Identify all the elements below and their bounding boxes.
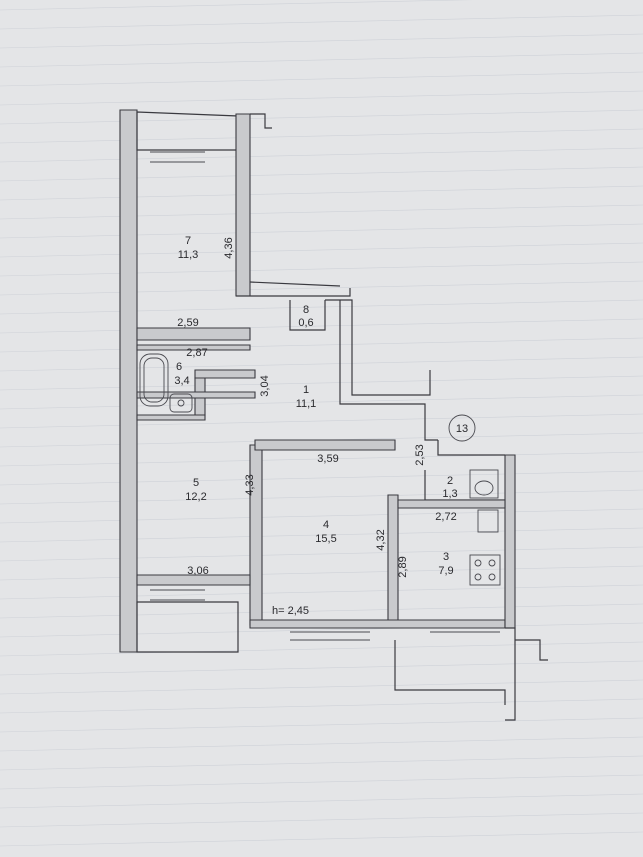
grid-line [0,52,643,68]
grid-line [0,451,643,467]
grid-line [0,128,643,144]
grid-line [0,470,643,486]
grid-line [0,14,643,30]
grid-line [0,584,643,600]
room-3-number: 3 [443,551,449,563]
dim-2-53: 2,53 [414,444,426,465]
room-6-area: 3,4 [174,375,189,387]
dim-2-59: 2,59 [177,317,198,329]
grid-line [0,242,643,258]
toilet-icon [469,469,499,499]
apartment-number-badge: 13 [448,414,476,442]
grid-line [0,356,643,372]
dim-2-72: 2,72 [435,511,456,523]
grid-line [0,0,474,11]
grid-line [0,755,643,771]
grid-line [0,166,643,182]
grid-line [0,90,643,106]
dim-2-87: 2,87 [186,347,207,359]
apartment-number: 13 [456,423,468,435]
grid-line [0,489,643,505]
dim-3-04: 3,04 [259,375,271,396]
room-3-area: 7,9 [438,565,453,577]
grid-line [0,375,643,391]
grid-line [0,812,643,828]
grid-line [0,185,643,201]
grid-line [0,223,643,239]
room-6-number: 6 [176,361,182,373]
grid-line [0,33,643,49]
grid-line [0,660,643,676]
grid-line [0,413,643,429]
dim-4-32: 4,32 [375,529,387,550]
room-8-area: 0,6 [298,317,313,329]
kitchen-sink-icon [477,509,499,533]
grid-line [0,641,643,657]
grid-line [0,622,643,638]
room-2-number: 2 [447,475,453,487]
grid-line [0,546,643,562]
grid-line [0,831,643,847]
dim-4-36: 4,36 [223,237,235,258]
grid-line [0,565,643,581]
bathtub-icon [139,353,169,407]
room-1-area: 11,1 [296,398,317,410]
room-7-number: 7 [185,235,191,247]
grid-line [0,280,643,296]
grid-line [0,71,643,87]
ceiling-height: h= 2,45 [272,605,309,617]
walls [119,109,548,721]
grid-line [0,508,643,524]
stove-icon [469,554,501,586]
room-5-number: 5 [193,477,199,489]
fixtures [139,353,501,586]
grid-line [0,793,643,809]
grid-line [0,679,643,695]
grid-line [0,698,643,714]
grid-line [0,109,643,125]
room-5-area: 12,2 [185,491,206,503]
grid-line [0,603,643,619]
grid-line [0,204,643,220]
grid-line [0,261,643,277]
grid-line [0,394,643,410]
room-1-number: 1 [303,384,309,396]
grid-line [0,147,643,163]
grid-line [0,527,643,543]
room-8-number: 8 [303,304,309,316]
grid-line [0,318,643,334]
grid-line [0,736,643,752]
room-7-area: 11,3 [178,249,199,261]
dim-3-06: 3,06 [187,565,208,577]
dim-2-89: 2,89 [397,556,409,577]
grid-line [0,717,643,733]
room-4-area: 15,5 [315,533,336,545]
dim-4-33: 4,33 [244,474,256,495]
dimension-labels: 4,36 2,59 2,87 3,04 2,53 3,59 4,33 4,32 … [177,237,456,617]
grid-line [0,337,643,353]
room-2-area: 1,3 [442,488,457,500]
sink-icon [169,393,193,413]
grid-line [0,299,643,315]
dim-3-59: 3,59 [317,453,338,465]
room-labels: 7 11,3 8 0,6 6 3,4 1 11,1 5 12,2 4 15,5 … [174,235,457,577]
room-4-number: 4 [323,519,329,531]
grid-line [0,774,643,790]
